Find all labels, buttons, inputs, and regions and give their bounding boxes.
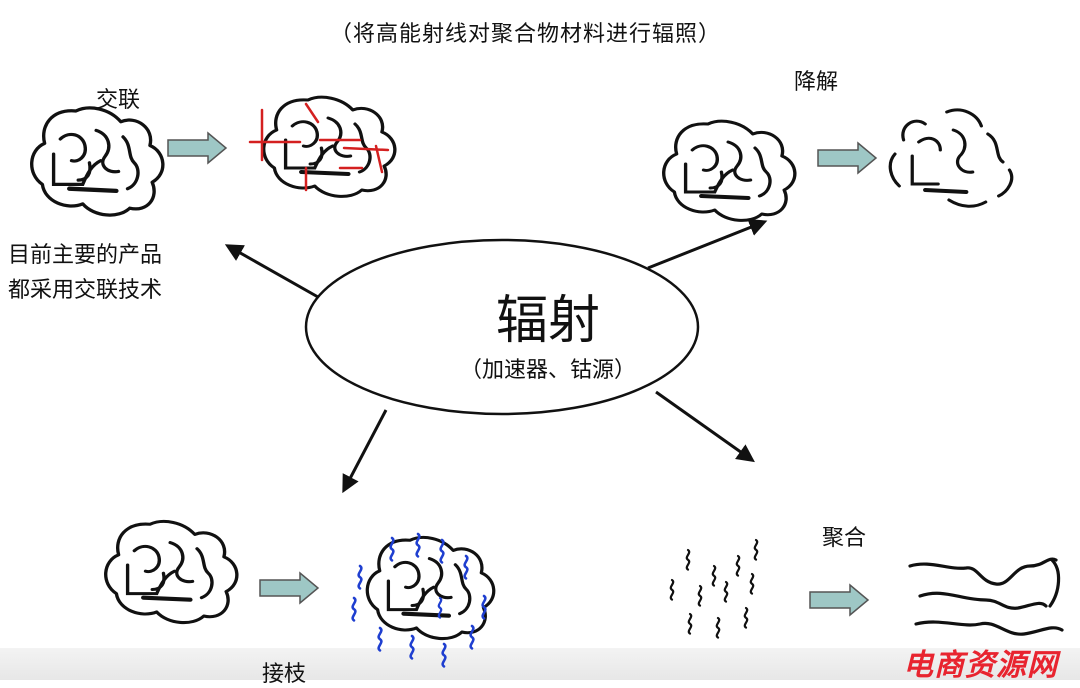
label-grafting: 接枝 [262,662,307,687]
fat-arrow-grafting [259,572,319,604]
radiation-center-ellipse [304,238,700,416]
grafted-side-chains [351,532,487,668]
center-title: 辐射 [495,291,600,351]
diagram-subtitle: （将高能射线对聚合物材料进行辐照） [330,22,722,47]
fat-arrow-degradation [817,142,877,174]
bottom-bar [0,648,1080,680]
label-crosslink: 交联 [96,88,141,113]
polymer-coil-grafting-before [106,521,237,622]
arrow-to-crosslink [224,244,319,299]
crosslink-marks [248,102,390,192]
monomer-units [669,538,759,639]
arrow-to-polymerization [655,390,755,463]
fat-arrow-crosslink [167,132,227,164]
note-crosslink: 目前主要的产品都采用交联技术 [8,243,163,303]
center-subtitle: （加速器、钴源） [459,358,636,383]
polymer-coil-degradation-before [664,121,795,220]
label-degradation: 降解 [794,70,839,95]
label-polymerization: 聚合 [822,526,867,551]
arrow-to-degradation [647,218,768,270]
polymer-coil-grafted [367,537,493,638]
watermark: 电商资源网 [903,648,1058,683]
degraded-fragments [888,108,1014,208]
polymer-coil-crosslink-before [32,108,163,215]
polymer-chains [908,557,1064,636]
arrow-to-grafting [342,409,388,494]
fat-arrow-polymerization [809,584,869,616]
